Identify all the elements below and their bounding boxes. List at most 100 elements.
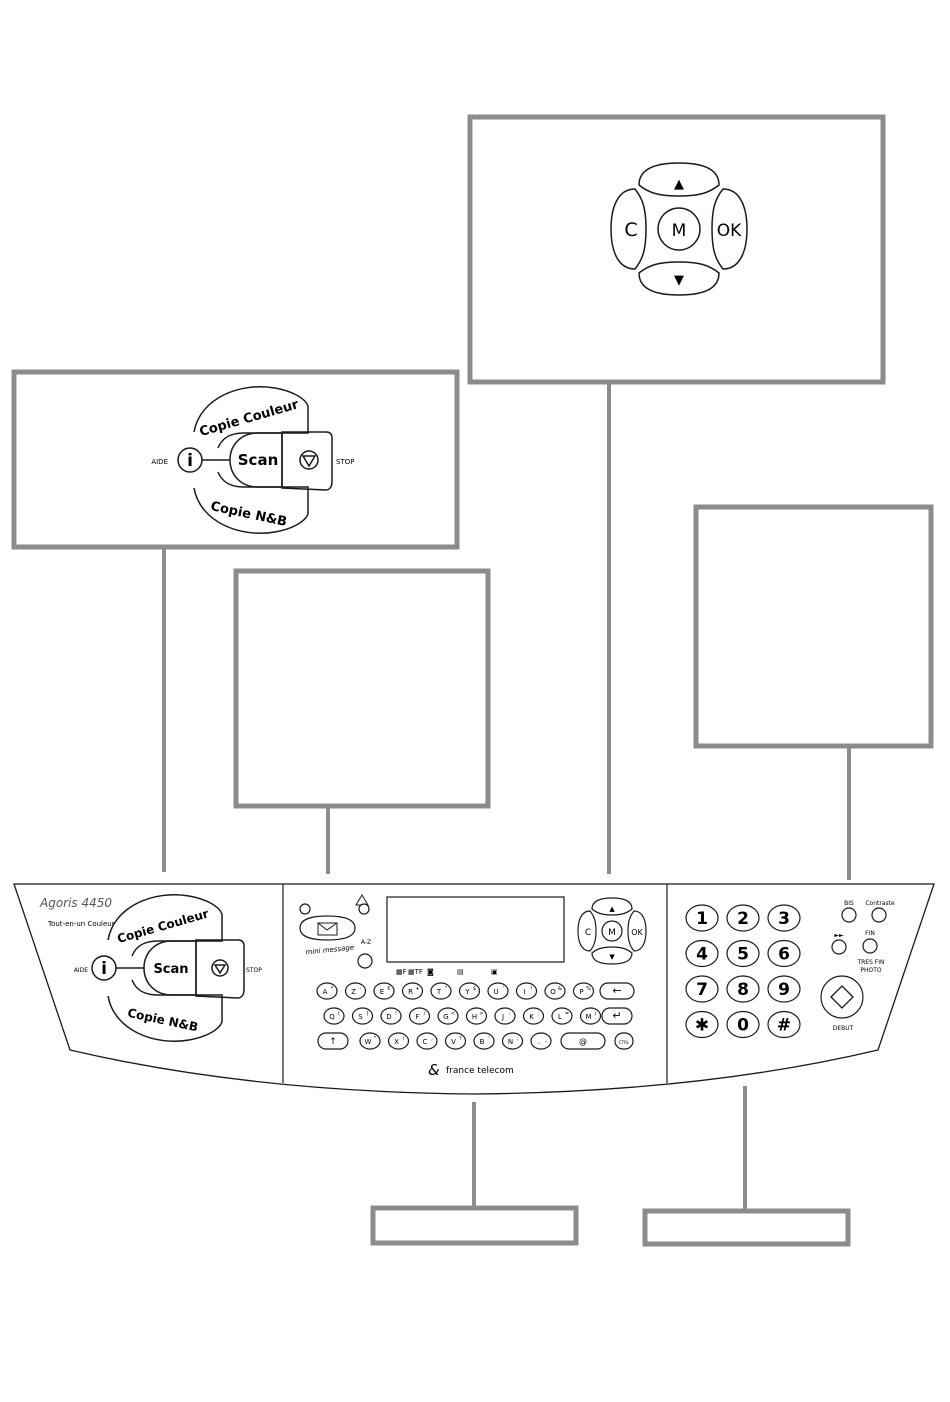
key-e[interactable]: E€ bbox=[373, 982, 395, 1000]
down-arrow-button-small[interactable] bbox=[591, 946, 633, 965]
key-symbol: / bbox=[424, 1011, 426, 1017]
up-arrow-button-small[interactable] bbox=[591, 897, 633, 916]
key-n[interactable]: N; bbox=[501, 1032, 524, 1050]
copie-couleur-button-small[interactable] bbox=[107, 894, 223, 957]
key-label: R bbox=[408, 988, 413, 996]
key-h[interactable]: H> bbox=[465, 1007, 488, 1025]
aide-button-small[interactable] bbox=[91, 955, 117, 981]
navigation-cluster-large: ▲ ▼ C OK M bbox=[610, 162, 748, 296]
ok-button[interactable] bbox=[711, 188, 748, 270]
az-label: A-Z bbox=[361, 939, 371, 946]
key-j[interactable]: J: bbox=[494, 1007, 516, 1025]
down-arrow-button[interactable] bbox=[638, 261, 720, 296]
key-label: Z bbox=[351, 988, 356, 996]
key-symbol: / bbox=[403, 1036, 405, 1042]
model-subtitle: Tout-en-un Couleur bbox=[47, 920, 115, 928]
key-a[interactable]: A* bbox=[316, 982, 338, 1000]
navigation-cluster-small: ▲ ▼ C OK M bbox=[577, 897, 647, 965]
key-label: N bbox=[508, 1038, 513, 1046]
keypad-key-7[interactable]: 8 bbox=[726, 975, 760, 1003]
key-u[interactable]: U' bbox=[487, 982, 509, 1000]
keypad-key-label: 1 bbox=[696, 909, 708, 929]
keypad-key-4[interactable]: 5 bbox=[726, 939, 760, 968]
key-m[interactable]: M/ bbox=[579, 1007, 602, 1025]
keypad-key-2[interactable]: 3 bbox=[767, 904, 801, 932]
callout-keypad bbox=[693, 504, 934, 749]
key-d[interactable]: D! bbox=[380, 1007, 402, 1025]
debut-button[interactable] bbox=[820, 975, 864, 1019]
keypad-key-0[interactable]: 1 bbox=[685, 904, 719, 932]
c-button[interactable] bbox=[610, 188, 647, 270]
az-button[interactable] bbox=[357, 953, 373, 969]
stop-icon-triangle bbox=[301, 455, 317, 468]
key-v[interactable]: V? bbox=[444, 1032, 467, 1050]
key-b[interactable]: B' bbox=[473, 1032, 495, 1050]
stop-button-small[interactable] bbox=[195, 939, 245, 999]
copie-nb-button-small[interactable] bbox=[107, 979, 223, 1042]
key-f[interactable]: F/ bbox=[408, 1007, 431, 1025]
resolution-button[interactable] bbox=[862, 938, 878, 954]
key-.[interactable]: ._ bbox=[530, 1032, 552, 1050]
scan-button-small[interactable] bbox=[143, 940, 197, 996]
key-c[interactable]: C, bbox=[416, 1032, 438, 1050]
key-label: Y bbox=[464, 988, 470, 996]
key-s[interactable]: S) bbox=[351, 1007, 374, 1025]
key-k[interactable]: K; bbox=[522, 1007, 545, 1025]
keypad-key-9[interactable]: ✱ bbox=[685, 1010, 719, 1039]
key-i[interactable]: I! bbox=[515, 982, 538, 1000]
space-key[interactable]: @ bbox=[560, 1032, 606, 1050]
keypad-key-3[interactable]: 4 bbox=[685, 939, 719, 968]
mini-message-button[interactable] bbox=[299, 915, 356, 941]
key-symbol: ' bbox=[502, 986, 503, 992]
up-arrow-button[interactable] bbox=[638, 162, 720, 197]
key-symbol: ! bbox=[395, 1011, 397, 1017]
callout-message-area bbox=[233, 568, 491, 809]
keypad-key-8[interactable]: 9 bbox=[767, 975, 801, 1003]
shift-key[interactable]: ↑ bbox=[317, 1032, 349, 1050]
copie-couleur-button[interactable] bbox=[193, 386, 309, 449]
aide-label: AIDE bbox=[151, 458, 168, 466]
stop-icon-small bbox=[211, 959, 229, 977]
aide-button[interactable] bbox=[177, 447, 203, 473]
key-w[interactable]: W" bbox=[359, 1032, 381, 1050]
keypad-key-6[interactable]: 7 bbox=[685, 975, 719, 1003]
key-y[interactable]: Y$ bbox=[458, 982, 481, 1000]
ok-button-small[interactable] bbox=[627, 910, 647, 952]
keypad-key-1[interactable]: 2 bbox=[726, 904, 760, 932]
m-button[interactable] bbox=[657, 207, 701, 251]
key-z[interactable]: Z- bbox=[344, 982, 367, 1000]
key-g[interactable]: G< bbox=[437, 1007, 459, 1025]
ctrl-key[interactable]: CTRL bbox=[614, 1032, 634, 1050]
key-p[interactable]: P% bbox=[572, 982, 595, 1000]
enter-key-label: ↵ bbox=[612, 1009, 621, 1022]
m-button-small[interactable] bbox=[601, 920, 623, 942]
key-x[interactable]: X/ bbox=[387, 1032, 410, 1050]
key-l[interactable]: L= bbox=[551, 1007, 573, 1025]
keypad-key-label: 9 bbox=[778, 980, 790, 1000]
c-button-small[interactable] bbox=[577, 910, 597, 952]
bis-button[interactable] bbox=[841, 907, 857, 923]
scan-button[interactable] bbox=[229, 432, 283, 488]
backspace-key[interactable]: ← bbox=[599, 982, 635, 1000]
key-t[interactable]: T" bbox=[430, 982, 452, 1000]
key-symbol: ) bbox=[367, 1011, 369, 1017]
keypad-key-11[interactable]: # bbox=[767, 1010, 801, 1039]
keypad-key-5[interactable]: 6 bbox=[767, 939, 801, 968]
callout-keyboard bbox=[370, 1205, 579, 1246]
stop-button[interactable] bbox=[281, 431, 333, 491]
copie-nb-button[interactable] bbox=[193, 471, 309, 534]
down-arrow-icon: ▼ bbox=[674, 273, 684, 288]
display-indicators: ▦F ▦TF ◙ ▤ ▣ bbox=[396, 968, 498, 976]
key-symbol: ' bbox=[488, 1036, 489, 1042]
aide-label-small: AIDE bbox=[74, 967, 88, 974]
indicator-photo: ◙ bbox=[427, 968, 434, 976]
key-symbol: : bbox=[509, 1011, 511, 1017]
key-q[interactable]: Q( bbox=[323, 1007, 345, 1025]
key-o[interactable]: O& bbox=[544, 982, 566, 1000]
key-r[interactable]: R+ bbox=[401, 982, 424, 1000]
ffwd-button[interactable] bbox=[831, 939, 847, 955]
enter-key[interactable]: ↵ bbox=[601, 1007, 633, 1025]
keypad-key-10[interactable]: 0 bbox=[726, 1010, 760, 1039]
contraste-button[interactable] bbox=[871, 907, 887, 923]
